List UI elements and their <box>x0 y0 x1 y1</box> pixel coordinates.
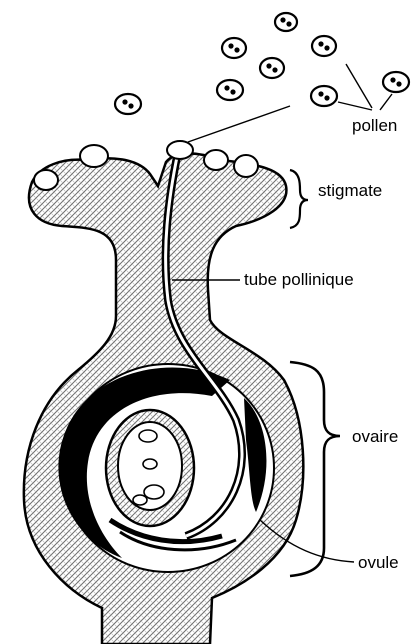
pollen-leader-line <box>338 102 372 110</box>
pollen-grain <box>204 150 228 170</box>
pollen-grain <box>222 38 246 58</box>
pollen-grain <box>80 145 108 167</box>
pollen-grain <box>275 13 297 31</box>
pollen-leader-line <box>188 106 290 142</box>
pollen-grain <box>383 72 409 92</box>
label-pollen: pollen <box>352 116 397 135</box>
ovule-nucleus <box>139 430 157 442</box>
pollen-grain <box>115 94 141 114</box>
pollen-grain <box>311 86 337 106</box>
ovule-nucleus <box>143 459 157 469</box>
pollen-grain <box>217 80 243 100</box>
label-ovule: ovule <box>358 553 399 572</box>
ovule-nucleus <box>144 485 164 499</box>
pollen-grain <box>34 170 58 190</box>
label-stigma: stigmate <box>318 181 382 200</box>
pollen-grain <box>234 155 258 177</box>
ovule-nucleus <box>133 495 147 505</box>
pollen-leader-line <box>380 94 392 110</box>
label-pollen-tube: tube pollinique <box>244 270 354 289</box>
pollen-leader-line <box>346 64 372 108</box>
pollen-grain <box>167 141 193 159</box>
pollen-grain <box>260 58 284 78</box>
pollen-grain <box>312 36 336 56</box>
stigma-brace <box>290 170 308 228</box>
label-ovary: ovaire <box>352 427 398 446</box>
free-pollen-grains <box>115 13 409 114</box>
